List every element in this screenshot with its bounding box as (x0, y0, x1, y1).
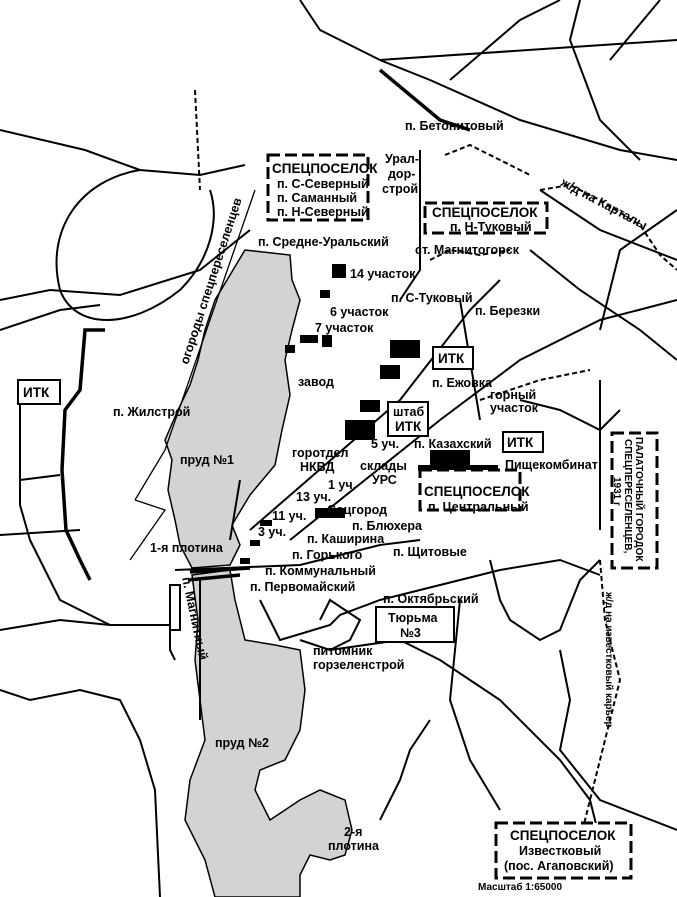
pond-2 (184, 569, 353, 897)
label-nkvd: НКВД (300, 460, 335, 474)
label-betonitovy: п. Бетонитовый (405, 119, 504, 133)
specposelok-izvestkovy-line-1: Известковый (519, 844, 601, 858)
label-gorny-1: горный (490, 388, 536, 402)
specposelok-north-line-3: п. Н-Северный (277, 205, 369, 219)
label-zavod: завод (298, 375, 334, 389)
tent-town-label: ПАЛАТОЧНЫЙ ГОРОДОК СПЕЦПЕРЕСЕЛЕНЦЕВ, 193… (611, 437, 646, 562)
itk-top-box (432, 346, 474, 370)
label-sotsgorod: Соцгород (327, 503, 387, 517)
specposelok-ntukovy-box (423, 201, 549, 235)
label-prison-2: №3 (400, 626, 421, 640)
specposelok-central-title: СПЕЦПОСЕЛОК (424, 484, 530, 499)
label-kashirina: п. Каширина (307, 532, 385, 546)
label-pitomnik-1: питомник (313, 644, 373, 658)
label-uch-1: 1 уч. (328, 478, 356, 492)
itk-right-box (502, 431, 544, 453)
label-zhilstroy: п. Жилстрой (113, 405, 190, 419)
specposelok-izvestkovy-line-2: (пос. Агаповский) (504, 859, 614, 873)
label-kazakhsky: п. Казахский (414, 437, 492, 451)
pond-1 (164, 249, 301, 569)
label-itk-right: ИТК (507, 435, 534, 450)
itk-left-box (17, 379, 61, 405)
label-berezki: п. Березки (475, 304, 540, 318)
railways (194, 89, 677, 841)
prison-box (375, 606, 455, 643)
specposelok-central-box (418, 468, 522, 512)
label-pervomaysky: п. Первомайский (250, 580, 355, 594)
label-oktyabrsky: п. Октябрьский (383, 592, 479, 606)
shtab-itk-box (387, 401, 429, 437)
label-shchitovye: п. Щитовые (393, 545, 467, 559)
label-pitomnik-2: горзеленстрой (313, 658, 404, 672)
label-dam-1: 1-я плотина (150, 541, 224, 555)
specposelok-izvestkovy-title: СПЕЦПОСЕЛОК (510, 828, 616, 843)
label-gorkogo: п. Горького (292, 548, 363, 562)
label-uch-13: 13 уч. (296, 490, 331, 504)
label-pond-2: пруд №2 (215, 736, 269, 750)
label-pond-1: пруд №1 (180, 453, 234, 467)
tent-town-line-3: 1931 г (611, 477, 622, 506)
label-ezhovka: п. Ежовка (432, 376, 493, 390)
label-uch-5: 5 уч. (371, 437, 399, 451)
label-uch-11: 11 уч. (272, 509, 306, 523)
label-shtab: штаб (393, 405, 424, 419)
label-itk-left: ИТК (23, 385, 50, 400)
specposelok-north-line-2: п. Саманный (277, 191, 357, 205)
label-rail-quarry: ж/д на известковый карьер (603, 591, 614, 727)
label-st-magnitogorsk: ст. Магнитогорск (415, 243, 520, 257)
magnitny-box (169, 584, 181, 631)
specposelok-izvestkovy-box (494, 821, 633, 880)
label-uraldorstroy-1: Урал- (385, 152, 419, 166)
label-itk-top: ИТК (438, 351, 465, 366)
label-shtab-itk: ИТК (395, 419, 422, 434)
map-scale: Масштаб 1:65000 (478, 881, 562, 893)
tent-town-line-1: ПАЛАТОЧНЫЙ ГОРОДОК (633, 437, 646, 562)
label-uraldorstroy-2: дор- (388, 167, 415, 181)
label-uraldorstroy-3: строй (382, 182, 418, 196)
label-gorotdel: горотдел (292, 446, 348, 460)
label-bluhera: п. Блюхера (352, 519, 423, 533)
specposelok-north-box (266, 153, 370, 222)
label-uchastok-14: 14 участок (350, 267, 416, 281)
label-dam-2-1: 2-я (344, 825, 362, 839)
specposelok-ntukovy-line: п. Н-Туковый (450, 220, 532, 234)
label-dam-2-2: плотина (328, 839, 380, 853)
tent-town-box (610, 431, 659, 570)
tent-town-line-2: СПЕЦПЕРЕСЕЛЕНЦЕВ, (622, 439, 633, 554)
specposelok-north-line-1: п. С-Северный (277, 177, 369, 191)
specposelok-ntukovy-title: СПЕЦПОСЕЛОК (432, 205, 538, 220)
specposelok-north-title: СПЕЦПОСЕЛОК (272, 161, 378, 176)
label-uchastok-6: 6 участок (330, 305, 389, 319)
label-urs: УРС (372, 473, 397, 487)
label-kommunalny: п. Коммунальный (265, 564, 376, 578)
label-sredne-uralsky: п. Средне-Уральский (258, 235, 389, 249)
label-uch-3: 3 уч. (258, 525, 286, 539)
settlement-blocks (240, 264, 498, 564)
label-uchastok-7: 7 участок (315, 321, 374, 335)
specposelok-central-line: п. Центральный (428, 500, 529, 514)
label-s-tukovy: п. С-Туковый (391, 291, 473, 305)
label-pishchekombinat: Пищекомбинат (505, 458, 598, 472)
label-gorny-2: участок (490, 401, 539, 415)
label-rail-kartaly: ж/д на Карталы (558, 175, 650, 233)
label-prison-1: Тюрьма (388, 611, 439, 625)
label-sklady: склады (360, 459, 407, 473)
